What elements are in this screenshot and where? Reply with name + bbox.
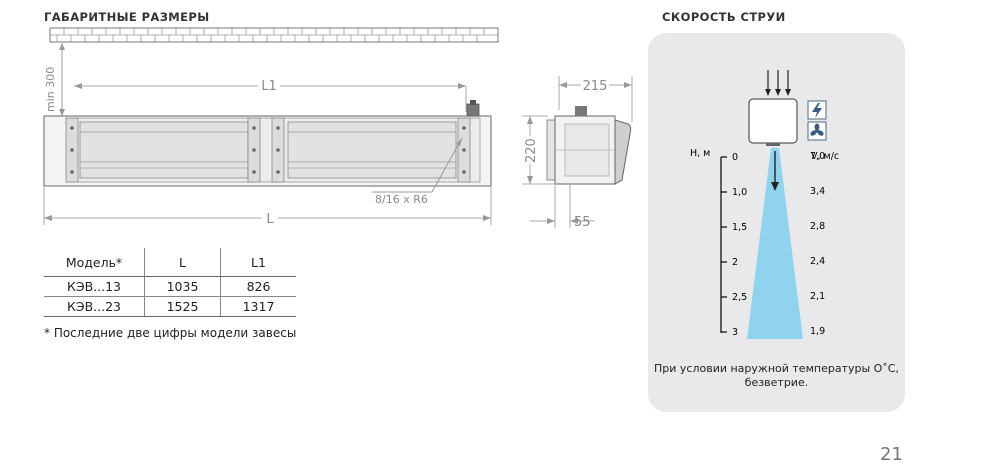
cell-L1: 826 — [220, 276, 296, 297]
condition-note: При условии наружной температуры О˚С, бе… — [648, 362, 905, 390]
velocity-value-label: 2,1 — [810, 291, 825, 302]
cell-L: 1525 — [144, 296, 221, 317]
fan-icon — [807, 121, 827, 141]
height-tick-label: 3 — [732, 327, 738, 338]
min300-label: min 300 — [44, 67, 57, 112]
cell-L: 1035 — [144, 276, 221, 297]
table-row: КЭВ...13 1035 826 — [44, 276, 296, 297]
velocity-diagram: H, м V, м/с 0 1,0 1,5 2 2,5 3 7,0 3,4 2,… — [690, 70, 839, 339]
velocity-value-label: 3,4 — [810, 186, 825, 197]
height-axis-label: H, м — [690, 148, 710, 159]
outlet-arrow — [771, 151, 779, 191]
cell-L1: 1317 — [220, 296, 296, 317]
slot-label: 8/16 x R6 — [375, 193, 428, 206]
header-model: Модель* — [44, 248, 145, 277]
dimensions-title: ГАБАРИТНЫЕ РАЗМЕРЫ — [44, 10, 210, 24]
velocity-value-label: 7,0 — [810, 151, 825, 162]
air-jet-cone — [747, 148, 803, 339]
height-tick-label: 1,0 — [732, 187, 747, 198]
L-label: L — [266, 212, 274, 227]
height-tick-label: 1,5 — [732, 222, 747, 233]
footnote: * Последние две цифры модели завесы — [44, 326, 297, 340]
table-header-row: Модель* L L1 — [44, 248, 296, 277]
cell-model: КЭВ...23 — [44, 296, 145, 317]
dimensions-drawing: min 300 L1 8/16 x R6 — [43, 27, 633, 230]
velocity-axis-label: V, м/с — [811, 151, 839, 162]
header-L1: L1 — [220, 248, 296, 277]
height-tick-label: 2,5 — [732, 292, 747, 303]
height-220-label: 220 — [524, 138, 539, 163]
cell-model: КЭВ...13 — [44, 276, 145, 297]
height-tick-label: 2 — [732, 257, 738, 268]
table-row: КЭВ...23 1525 1317 — [44, 296, 296, 317]
heater-front-view — [43, 100, 492, 187]
condition-line-2: безветрие. — [744, 376, 809, 389]
velocity-value-label: 2,4 — [810, 256, 825, 267]
condition-line-1: При условии наружной температуры О˚С, — [654, 362, 899, 375]
L1-label: L1 — [261, 79, 277, 94]
velocity-title: СКОРОСТЬ СТРУИ — [662, 10, 786, 24]
page-number: 21 — [880, 444, 903, 465]
height-tick-label: 0 — [732, 152, 738, 163]
wall — [49, 27, 499, 43]
velocity-value-label: 2,8 — [810, 221, 825, 232]
model-table: Модель* L L1 КЭВ...13 1035 826 КЭВ...23 … — [44, 248, 296, 317]
air-intake-arrows-icon — [765, 70, 791, 96]
width-215-label: 215 — [583, 79, 608, 94]
header-L: L — [144, 248, 221, 277]
lightning-icon — [807, 100, 827, 120]
velocity-value-label: 1,9 — [810, 326, 825, 337]
depth-55-label: 55 — [574, 215, 591, 230]
heater-unit — [748, 98, 798, 144]
heater-side-view — [546, 106, 632, 185]
